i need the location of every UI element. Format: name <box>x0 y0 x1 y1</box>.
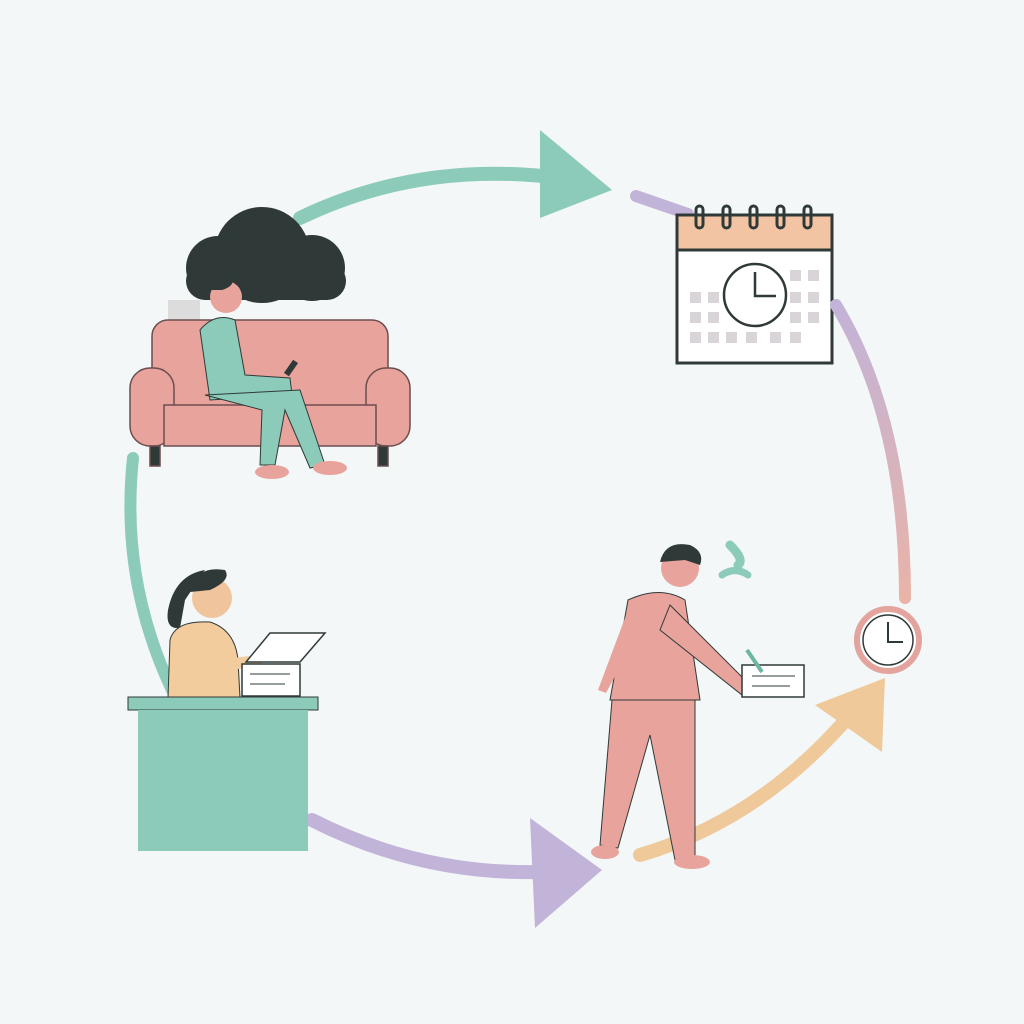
walking-man <box>591 540 805 869</box>
arrow-bottom-right <box>633 678 885 862</box>
arrow-right <box>830 299 911 604</box>
arrow-left <box>124 452 178 696</box>
arrow-bottom <box>305 813 602 928</box>
sofa-scene <box>129 207 411 479</box>
document-icon <box>741 648 805 698</box>
desk <box>138 710 308 851</box>
clock-icon <box>854 606 922 674</box>
cloud-icon <box>186 207 346 303</box>
person-on-sofa <box>199 275 347 479</box>
desk-top <box>127 696 319 711</box>
arrow-segment-purple <box>630 190 694 220</box>
calendar-icon <box>675 204 834 365</box>
arrow-top <box>293 130 612 225</box>
desk-scene <box>127 569 327 851</box>
paper-icon <box>241 632 327 697</box>
